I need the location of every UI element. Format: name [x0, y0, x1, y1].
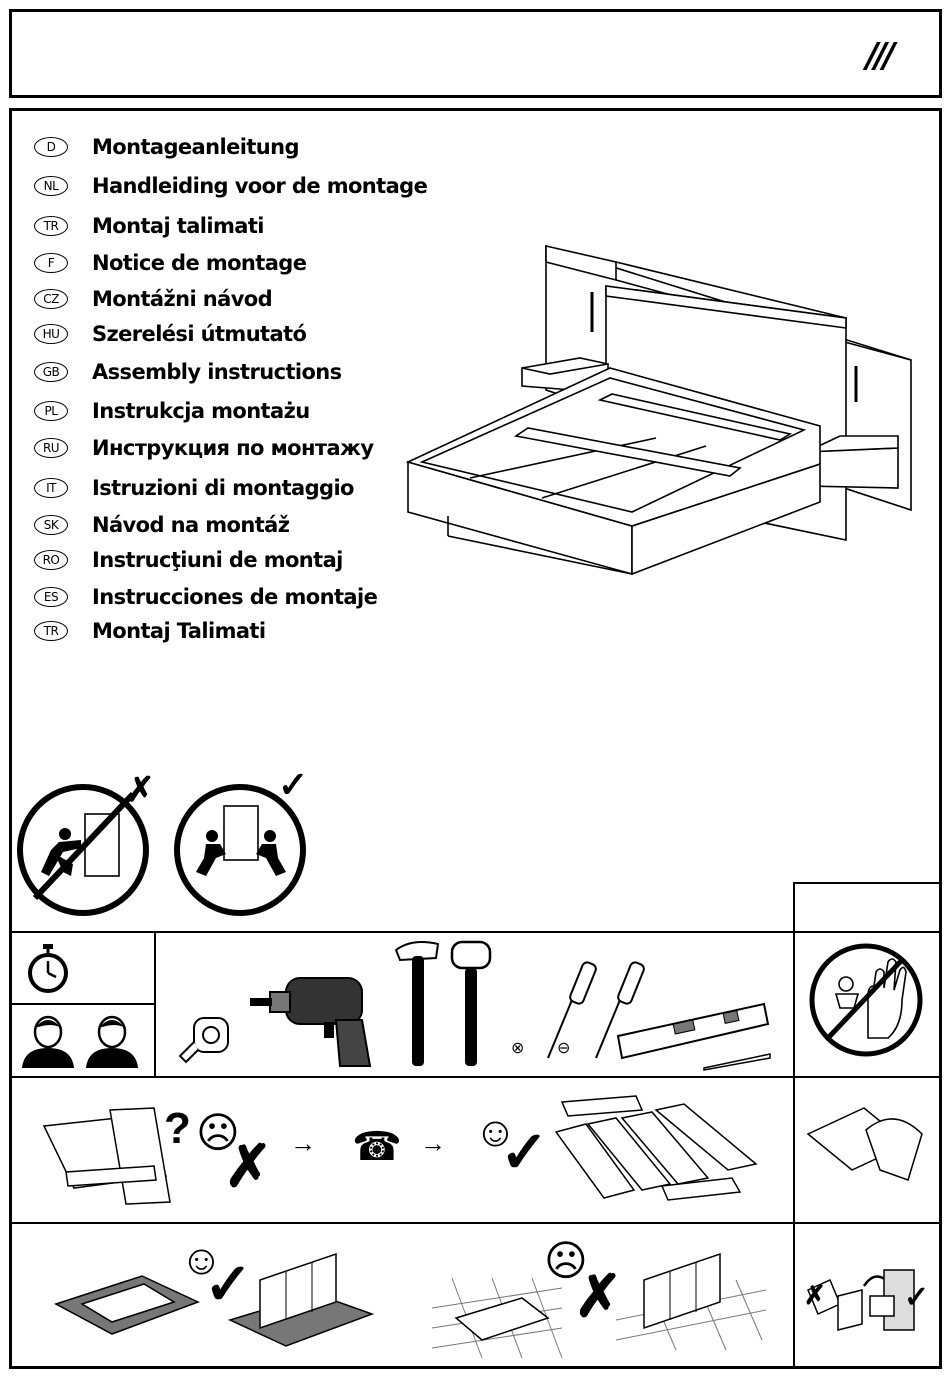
language-code: RO: [34, 550, 68, 570]
language-code: GB: [34, 362, 68, 382]
brand-logo: ///: [866, 36, 895, 76]
tape-measure-icon: [178, 1017, 229, 1064]
bare-floor-illustration: [431, 1277, 563, 1359]
stopwatch-icon: [28, 944, 68, 993]
cross-mark-icon: ✗: [574, 1264, 623, 1329]
check-mark-icon: ✓: [904, 1281, 930, 1314]
language-item: HU Szerelési útmutató: [34, 319, 307, 349]
language-item: PL Instrukcja montażu: [34, 396, 310, 426]
language-code: CZ: [34, 289, 68, 309]
check-mark-icon: ✓: [204, 1252, 253, 1317]
language-code: IT: [34, 478, 68, 498]
language-item: CZ Montážni návod: [34, 284, 273, 314]
happy-face-icon: ☺: [180, 1236, 223, 1283]
language-item: NL Handleiding voor de montage: [34, 171, 428, 201]
blanket-good-illustration: [54, 1275, 200, 1335]
pencil-icon: [703, 1053, 771, 1071]
header-box: [9, 9, 942, 98]
language-code: TR: [34, 621, 68, 641]
language-item: RU Инструкция по монтажу: [34, 433, 374, 463]
language-code: HU: [34, 324, 68, 344]
cabinet-on-blanket-illustration: [227, 1252, 375, 1347]
language-code: NL: [34, 176, 68, 196]
drill-icon: [250, 977, 372, 1067]
cleaning-icon: [806, 1107, 923, 1181]
language-title: Montaj Talimati: [92, 619, 266, 643]
language-item: TR Montaj Talimati: [34, 616, 266, 646]
divider: [9, 1222, 942, 1224]
language-title: Instrukcja montażu: [92, 399, 310, 423]
cabinet-on-floor-illustration: [615, 1252, 767, 1351]
divider: [9, 931, 942, 933]
language-item: TR Montaj talimati: [34, 211, 264, 241]
no-children-icon: [809, 943, 923, 1057]
check-mark-icon: ✓: [278, 764, 309, 805]
arrow-icon: →: [420, 1128, 446, 1158]
language-code: ES: [34, 587, 68, 607]
language-item: GB Assembly instructions: [34, 357, 342, 387]
recycle-packaging-icon: [807, 1269, 915, 1331]
divider: [154, 931, 156, 1077]
hammer-icon: [394, 941, 440, 1066]
check-mark-icon: ✓: [500, 1120, 549, 1185]
language-code: PL: [34, 401, 68, 421]
carry-together-icon: [174, 784, 306, 916]
divider: [9, 1003, 155, 1005]
language-title: Montageanleitung: [92, 135, 300, 159]
bed-illustration: [405, 244, 912, 576]
phone-icon: ☎: [352, 1125, 402, 1169]
language-item: RO Instrucţiuni de montaj: [34, 545, 343, 575]
language-title: Montážni návod: [92, 287, 273, 311]
language-title: Szerelési útmutató: [92, 322, 307, 346]
phillips-screwdriver-icon: [547, 961, 597, 1059]
flat-screwdriver-icon: [595, 961, 645, 1059]
mixed-parts-illustration: [42, 1107, 171, 1205]
language-item: SK Návod na montáž: [34, 510, 290, 540]
mallet-icon: [450, 940, 492, 1066]
language-title: Инструкция по монтажу: [92, 436, 374, 460]
language-title: Notice de montage: [92, 251, 307, 275]
arrow-icon: →: [290, 1128, 316, 1158]
language-title: Instrucţiuni de montaj: [92, 548, 343, 572]
language-item: D Montageanleitung: [34, 132, 300, 162]
language-title: Instrucciones de montaje: [92, 585, 378, 609]
two-persons-icon: [22, 1015, 138, 1068]
language-item: IT Istruzioni di montaggio: [34, 473, 354, 503]
spirit-level-icon: [616, 1002, 770, 1060]
language-code: TR: [34, 216, 68, 236]
divider: [9, 1076, 942, 1078]
divider: [793, 882, 942, 884]
cross-mark-icon: ✗: [224, 1134, 273, 1199]
language-code: D: [34, 137, 68, 157]
flat-symbol: ⊖: [557, 1040, 571, 1057]
language-title: Assembly instructions: [92, 360, 342, 384]
main-box: [9, 108, 942, 1369]
language-item: ES Instrucciones de montaje: [34, 582, 378, 612]
question-mark: ?: [164, 1104, 191, 1153]
happy-face-icon: ☺: [474, 1108, 517, 1155]
language-title: Montaj talimati: [92, 214, 264, 238]
sad-face-icon: ☹: [544, 1237, 588, 1284]
language-title: Handleiding voor de montage: [92, 174, 428, 198]
language-code: SK: [34, 515, 68, 535]
cross-mark-icon: ✗: [804, 1280, 826, 1310]
phillips-symbol: ⊗: [511, 1040, 525, 1057]
divider: [793, 882, 795, 1369]
language-code: F: [34, 253, 68, 273]
language-code: RU: [34, 438, 68, 458]
carry-alone-forbidden-icon: [17, 784, 149, 916]
language-title: Návod na montáž: [92, 513, 290, 537]
language-title: Istruzioni di montaggio: [92, 476, 354, 500]
language-item: F Notice de montage: [34, 248, 307, 278]
sorted-parts-illustration: [554, 1095, 758, 1201]
cross-mark-icon: ✗: [126, 771, 155, 809]
sad-face-icon: ☹: [196, 1109, 240, 1156]
